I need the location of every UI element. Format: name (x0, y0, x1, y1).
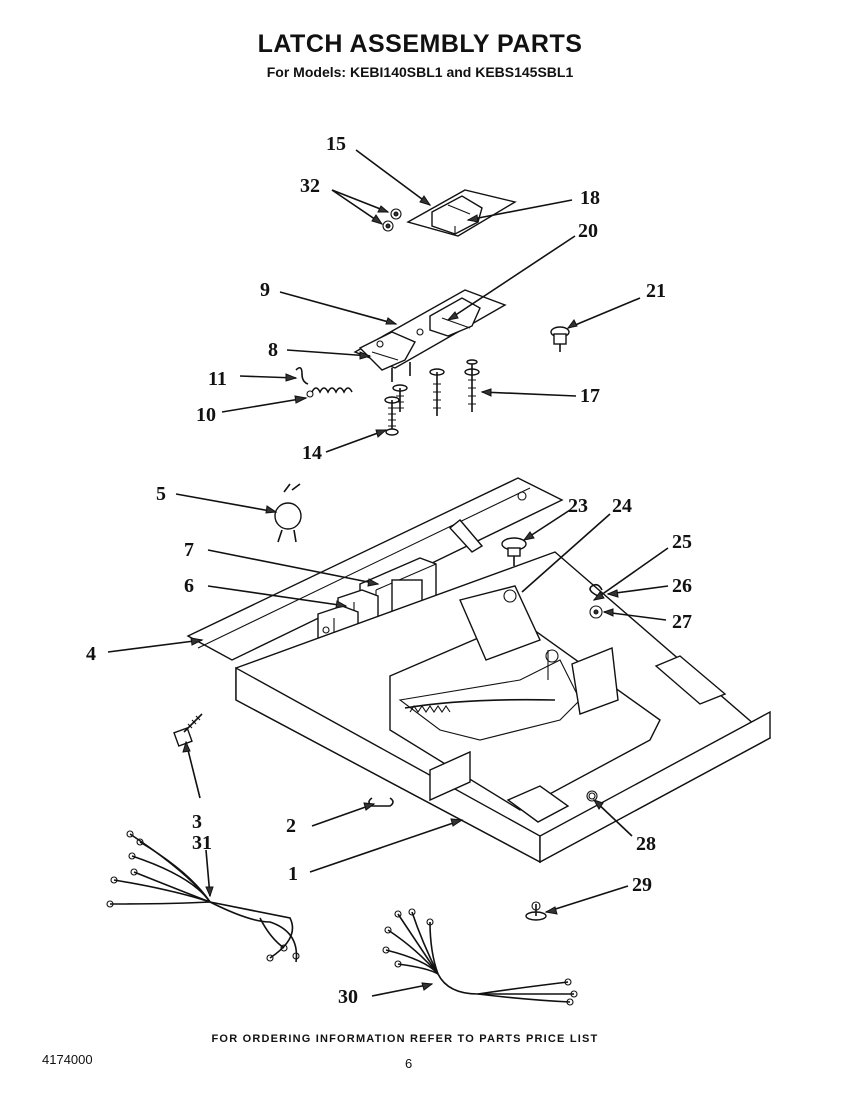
callout-6: 6 (184, 575, 194, 597)
leader-arrowheads (182, 195, 619, 991)
wire-harness-bottom (382, 908, 578, 1006)
callout-30: 30 (338, 986, 358, 1008)
callout-labels: 1 2 3 4 5 7 6 8 9 10 11 14 15 17 18 20 2… (86, 133, 692, 1008)
spring-clip (295, 366, 309, 385)
switch-bracket-upper (382, 189, 517, 237)
callout-24: 24 (612, 495, 632, 517)
callout-20: 20 (578, 220, 598, 242)
latch-bar (186, 477, 564, 661)
callout-26: 26 (672, 575, 692, 597)
latch-spring (306, 387, 353, 398)
document-number: 4174000 (42, 1052, 93, 1067)
page-number: 6 (405, 1056, 413, 1071)
push-button-part (550, 326, 570, 352)
wire-harness-left (106, 830, 300, 963)
callout-29: 29 (632, 874, 652, 896)
mounting-screws (384, 359, 480, 436)
page-title: LATCH ASSEMBLY PARTS (257, 30, 583, 58)
leader-lines (107, 149, 669, 997)
callout-14: 14 (302, 442, 322, 464)
latch-clip (368, 797, 394, 807)
grounding-nut (525, 901, 547, 921)
callout-5: 5 (156, 483, 166, 505)
callout-1: 1 (288, 863, 298, 885)
latch-plate-assembly (353, 289, 507, 382)
callout-27: 27 (672, 611, 692, 633)
callout-3: 3 (192, 811, 202, 833)
callout-10: 10 (196, 404, 216, 426)
callout-9: 9 (260, 279, 270, 301)
ordering-note: FOR ORDERING INFORMATION REFER TO PARTS … (211, 1033, 599, 1045)
callout-18: 18 (580, 187, 600, 209)
callout-31: 31 (192, 832, 212, 854)
callout-17: 17 (580, 385, 600, 407)
model-subtitle: For Models: KEBI140SBL1 and KEBS145SBL1 (266, 64, 574, 80)
callout-8: 8 (268, 339, 278, 361)
callout-15: 15 (326, 133, 346, 155)
callout-28: 28 (636, 833, 656, 855)
base-plate (235, 551, 772, 864)
pivot-screw (173, 713, 203, 747)
callout-7: 7 (184, 539, 194, 561)
callout-4: 4 (86, 643, 96, 665)
callout-23: 23 (568, 495, 588, 517)
hardware-small-parts (501, 537, 603, 800)
callout-11: 11 (208, 368, 227, 390)
callout-21: 21 (646, 280, 666, 302)
latch-cam (274, 483, 302, 543)
callout-2: 2 (286, 815, 296, 837)
callout-32: 32 (300, 175, 320, 197)
callout-25: 25 (672, 531, 692, 553)
